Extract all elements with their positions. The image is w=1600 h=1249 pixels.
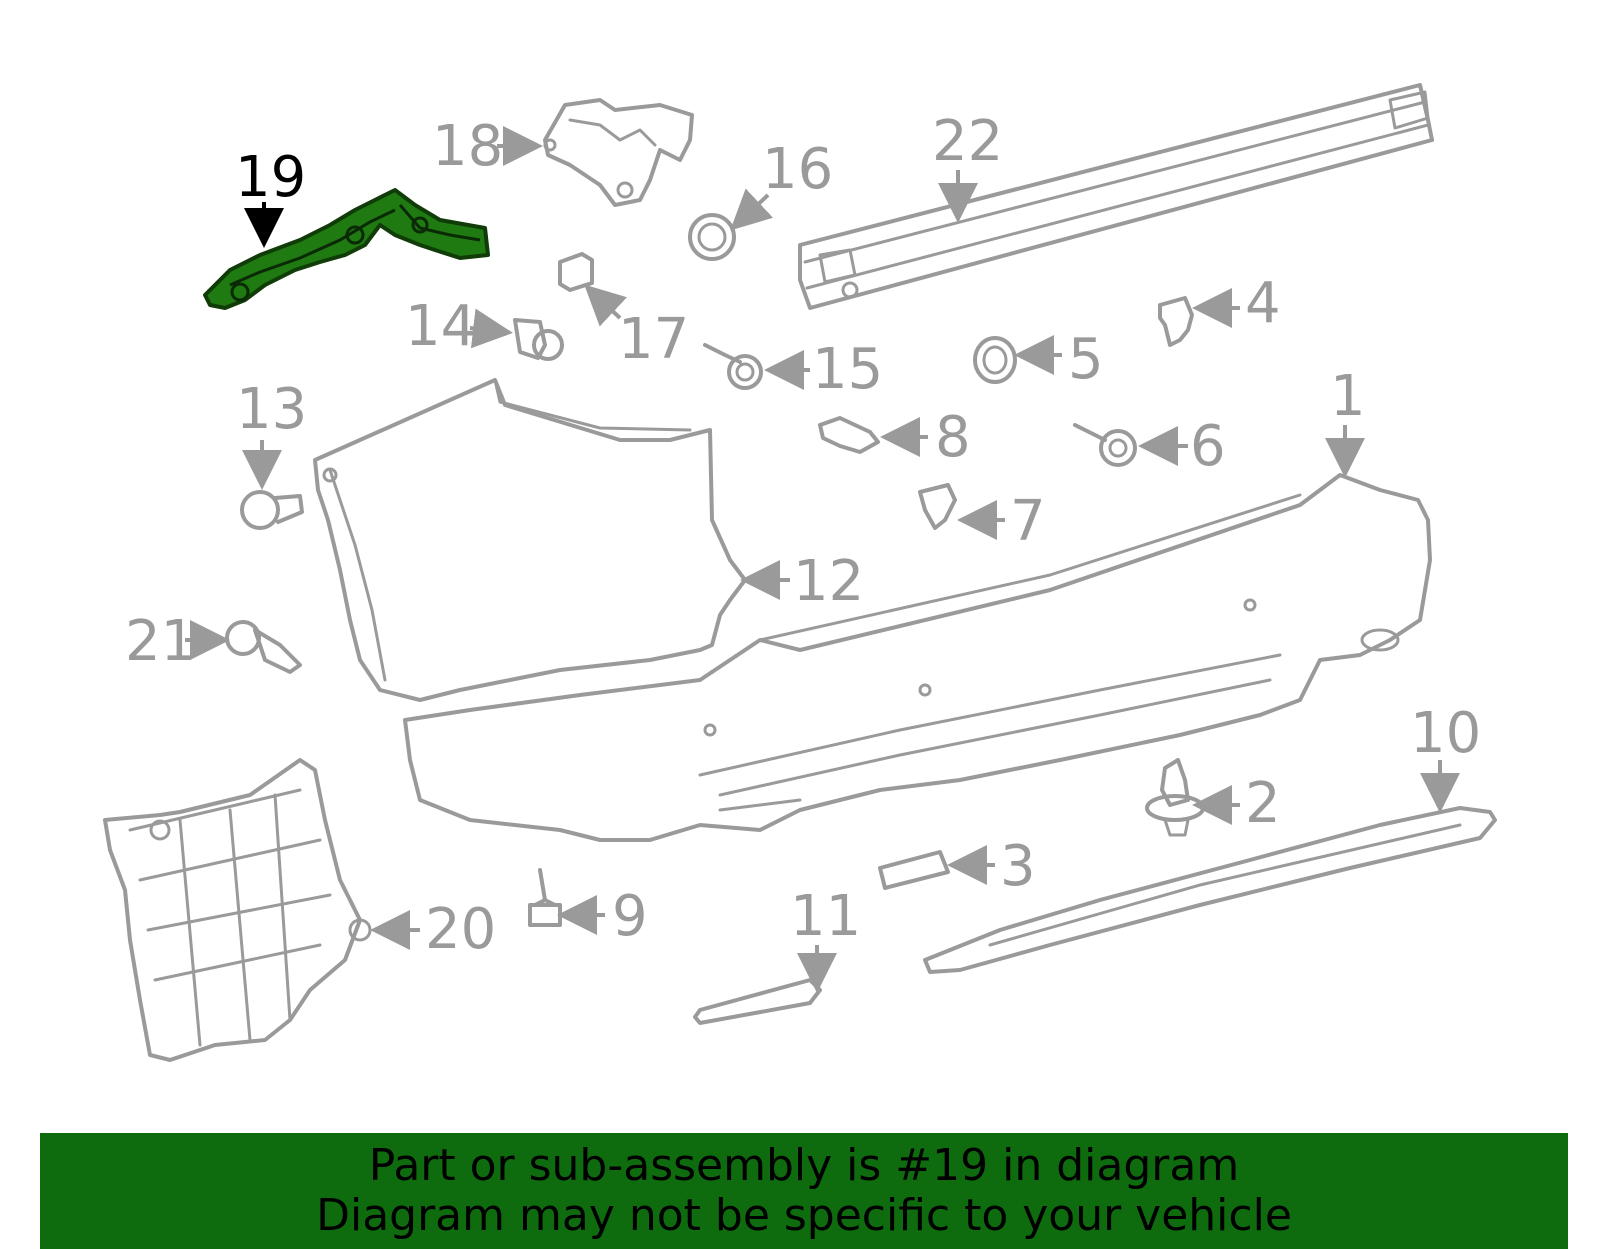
part-9-screw[interactable] [528,868,562,927]
part-11-molding[interactable] [693,978,822,1025]
label-18: 18 [432,114,503,179]
part-12-side-cover[interactable] [313,378,747,702]
part-17-pad[interactable] [558,252,594,292]
label-21: 21 [125,609,196,674]
label-8: 8 [935,405,971,470]
part-20-inner-bracket[interactable] [103,758,372,1062]
label-7: 7 [1010,489,1046,554]
part-22-bumper-reinforcement[interactable] [798,83,1434,310]
part-13-retainer[interactable] [240,490,304,530]
label-13: 13 [236,377,307,442]
part-10-lower-garnish[interactable] [923,806,1497,974]
label-14: 14 [405,294,476,359]
label-4: 4 [1245,271,1281,336]
info-banner: Part or sub-assembly is #19 in diagram D… [40,1133,1568,1249]
label-15: 15 [812,337,883,402]
label-9: 9 [612,884,648,949]
part-15-bolt[interactable] [703,343,763,390]
label-11: 11 [790,884,861,949]
label-6: 6 [1190,414,1226,479]
part-19-bumper-side-bracket[interactable] [203,188,490,310]
part-16-grommet[interactable] [688,213,736,261]
part-7-clip[interactable] [918,483,957,530]
part-5-grommet[interactable] [973,336,1017,384]
label-17: 17 [618,307,689,372]
label-5: 5 [1068,327,1104,392]
label-20: 20 [425,897,496,962]
label-2: 2 [1245,771,1281,836]
label-22: 22 [932,109,1003,174]
part-6-bolt[interactable] [1073,423,1137,467]
part-2-clip[interactable] [1145,758,1205,837]
banner-line-1: Part or sub-assembly is #19 in diagram [368,1140,1240,1191]
part-14-clip[interactable] [513,318,564,361]
label-12: 12 [793,549,864,614]
banner-line-2: Diagram may not be specific to your vehi… [316,1190,1292,1241]
part-1-bumper-cover[interactable] [403,473,1432,842]
label-1: 1 [1330,364,1366,429]
label-16: 16 [762,137,833,202]
label-10: 10 [1410,701,1481,766]
label-3: 3 [1000,834,1036,899]
part-4-clip[interactable] [1158,296,1194,347]
label-19: 19 [235,145,306,210]
part-8-nut[interactable] [818,416,880,454]
part-21-retainer[interactable] [225,620,302,674]
part-18-bracket[interactable] [543,98,694,207]
part-3-reflector[interactable] [878,850,950,890]
